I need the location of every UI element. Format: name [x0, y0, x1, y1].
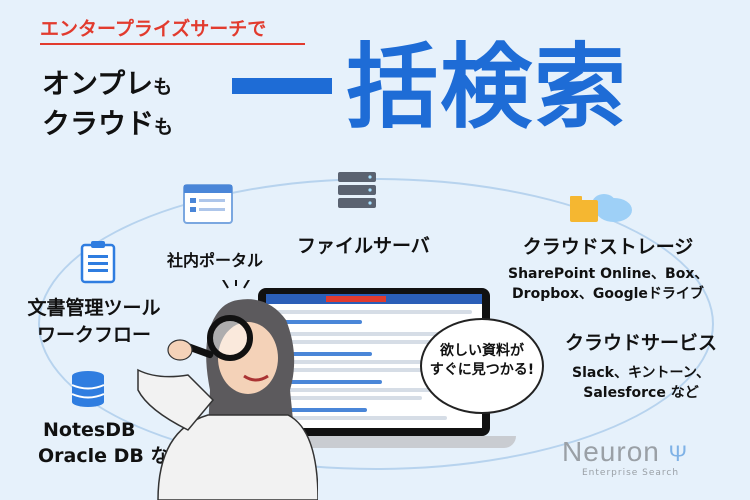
doc-tool-line-1: 文書管理ツール: [27, 297, 161, 319]
headline-mo-2: も: [154, 116, 174, 138]
neuron-logo: Neuron Ψ Enterprise Search: [562, 436, 688, 478]
bubble-line-2: すぐに見つかる!: [429, 361, 535, 378]
logo-person-mark-icon: Ψ: [668, 441, 689, 466]
source-file-server: ファイルサーバ: [297, 235, 430, 257]
database-icon: [71, 371, 105, 407]
cloud-service-title: クラウドサービス: [564, 332, 717, 354]
cloud-service-detail-2: Salesforce など: [583, 385, 699, 402]
logo-tagline: Enterprise Search: [582, 468, 680, 478]
big-dash-mark: [232, 77, 332, 94]
cloud-storage-detail-2: Dropbox、Googleドライブ: [512, 286, 704, 303]
source-portal: 社内ポータル: [167, 251, 264, 270]
headline-onpremise: オンプレ: [42, 67, 154, 100]
laptop-search-results: [266, 294, 482, 428]
headline-line-2: クラウドも: [42, 102, 173, 142]
headline-line-1: オンプレも: [42, 62, 172, 102]
clipboard-icon: [80, 241, 116, 284]
cloud-storage-title: クラウドストレージ: [522, 236, 694, 258]
cloud-service-detail-1: Slack、キントーン、: [572, 365, 710, 381]
database-line-1: NotesDB: [43, 419, 136, 441]
doc-tool-line-2: ワークフロー: [36, 324, 151, 346]
database-line-2: Oracle DB など: [38, 444, 189, 467]
logo-wordmark: Neuron Ψ: [562, 436, 689, 467]
person-magnifier-illustration: [137, 280, 318, 500]
source-cloud-storage: クラウドストレージ SharePoint Online、Box、 Dropbox…: [508, 232, 708, 305]
speech-bubble: 欲しい資料が すぐに見つかる!: [420, 318, 544, 414]
source-database: NotesDB Oracle DB など: [38, 418, 189, 469]
cloud-storage-detail-1: SharePoint Online、Box、: [508, 266, 709, 282]
cloud-folder-icon: [570, 194, 632, 222]
source-cloud-service: クラウドサービス Slack、キントーン、 Salesforce など: [556, 328, 726, 404]
portal-window-icon: [183, 184, 233, 224]
big-title-text: 括検索: [346, 34, 629, 141]
headline-mo-1: も: [153, 76, 173, 98]
bubble-line-1: 欲しい資料が: [440, 343, 524, 359]
source-doc-tool: 文書管理ツール ワークフロー: [20, 293, 168, 347]
big-title: 括検索: [232, 42, 628, 134]
server-icon: [338, 172, 376, 208]
headline-cloud: クラウド: [42, 107, 155, 140]
subtitle: エンタープライズサーチで: [40, 14, 305, 45]
